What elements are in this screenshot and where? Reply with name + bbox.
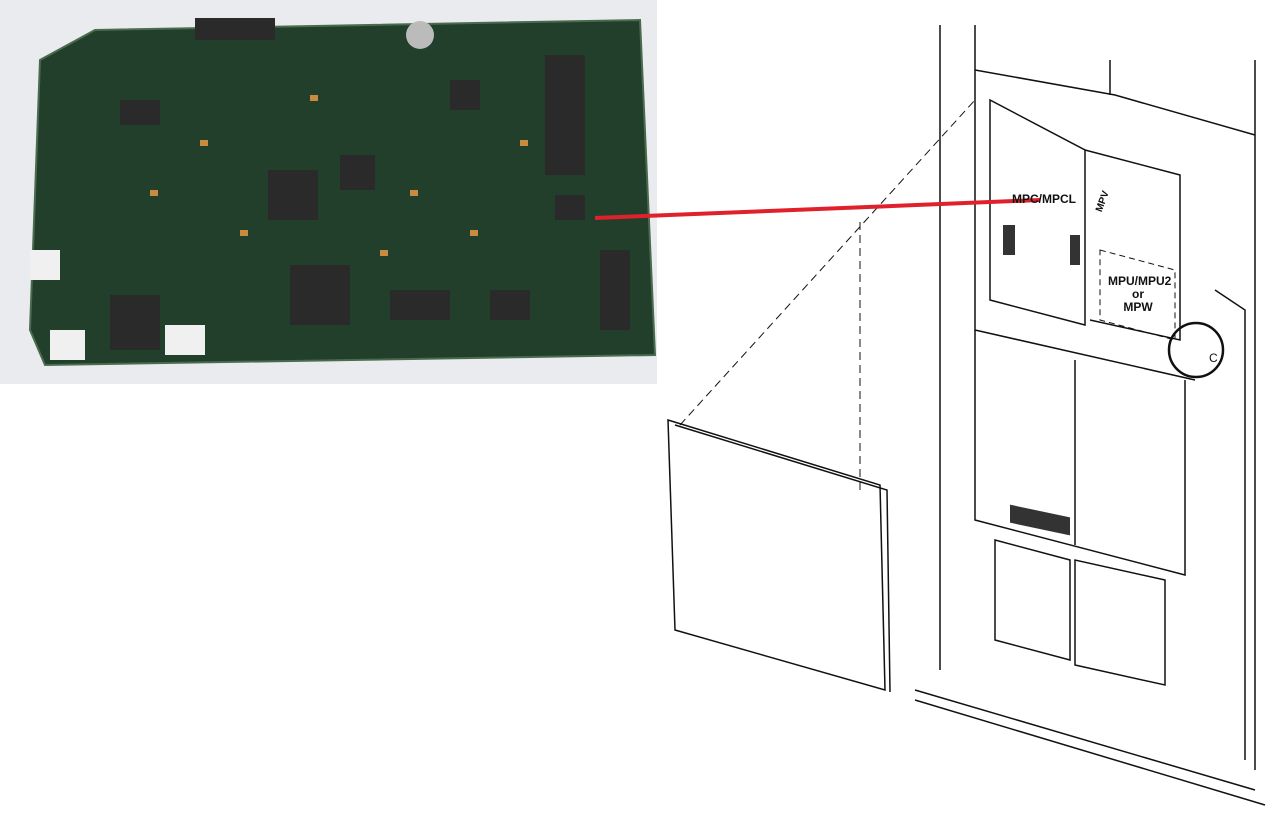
label-mpc-mpcl: MPC/MPCL: [1012, 192, 1076, 206]
detail-callout-circle: [1167, 321, 1225, 379]
label-mpu-line1: MPU/MPU2: [1108, 274, 1172, 288]
circuit-board-photo: [0, 0, 657, 384]
leader-line: [594, 198, 1041, 220]
label-mpu-mpu2-mpw: MPU/MPU2 or MPW: [1108, 274, 1172, 314]
label-mpu-line2: or: [1132, 287, 1144, 301]
circuit-board-illustration: [28, 18, 657, 367]
label-detail-c: C: [1209, 351, 1218, 365]
label-mpu-line3: MPW: [1123, 300, 1153, 314]
